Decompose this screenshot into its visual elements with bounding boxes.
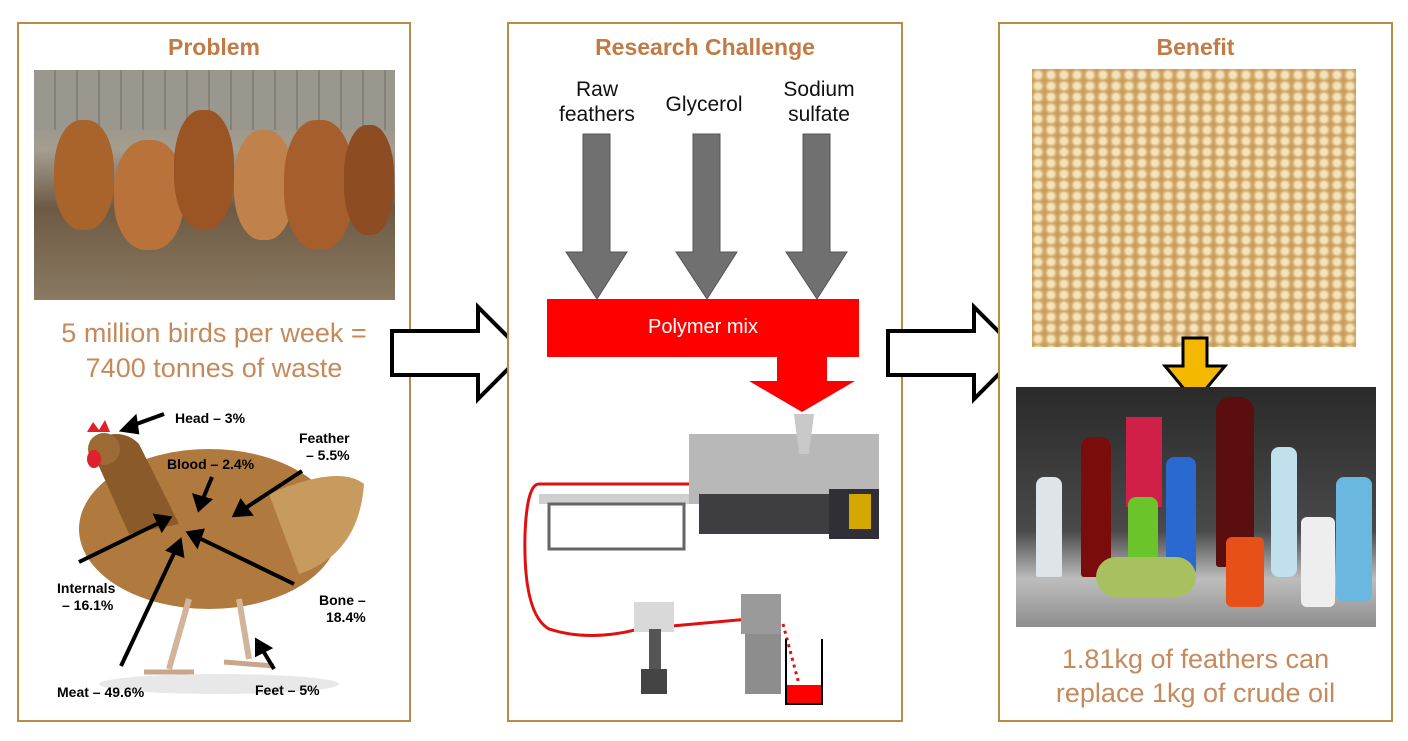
- result-line-1: 1.81kg of feathers can: [1061, 644, 1330, 674]
- chicken-illustration: [78, 412, 364, 694]
- label-blood: Blood – 2.4%: [167, 456, 255, 472]
- benefit-title: Benefit: [1156, 34, 1235, 60]
- extruder-machine-image: [523, 414, 879, 705]
- input-glycerol: Glycerol: [665, 93, 743, 116]
- stat-line-1: 5 million birds per week =: [61, 318, 367, 348]
- label-meat: Meat – 49.6%: [57, 684, 145, 700]
- yellow-down-arrow-icon: [1161, 336, 1229, 405]
- input-sodium-sulfate: Sodium sulfate: [783, 78, 855, 126]
- problem-title: Problem: [167, 34, 261, 60]
- label-feet: Feet – 5%: [255, 682, 320, 698]
- chicken-anatomy-image: Head – 3% Blood – 2.4% Feather – 5.5% In…: [19, 404, 409, 714]
- input-arrows: [547, 133, 859, 412]
- plastic-bottles-photo: [1016, 387, 1376, 627]
- benefit-panel: Benefit 1.81kg of feathers can replace 1…: [998, 22, 1393, 722]
- label-bone: Bone – 18.4%: [319, 592, 366, 625]
- down-arrow-icon: [675, 133, 738, 300]
- down-arrow-icon: [785, 133, 848, 300]
- flow-arrow-1-icon: [390, 302, 527, 404]
- label-feather: Feather – 5.5%: [299, 430, 350, 463]
- chicken-flock-photo: [34, 70, 395, 300]
- polymer-pellets-photo: [1032, 69, 1356, 347]
- research-title: Research Challenge: [595, 34, 815, 60]
- flow-arrow-2-icon: [886, 302, 1023, 404]
- result-line-2: replace 1kg of crude oil: [1055, 678, 1336, 708]
- problem-panel: Problem 5 million birds per week = 7400 …: [17, 22, 411, 722]
- label-internals: Internals – 16.1%: [57, 580, 116, 613]
- research-panel: Research Challenge Raw feathers Glycerol…: [507, 22, 903, 722]
- mix-down-arrow-icon: [749, 357, 855, 412]
- input-raw-feathers: Raw feathers: [559, 78, 635, 126]
- polymer-mix-label: Polymer mix: [647, 316, 758, 338]
- down-arrow-icon: [565, 133, 628, 300]
- stat-line-2: 7400 tonnes of waste: [85, 353, 343, 383]
- label-head: Head – 3%: [175, 410, 246, 426]
- polymer-mix-bar: [547, 299, 859, 357]
